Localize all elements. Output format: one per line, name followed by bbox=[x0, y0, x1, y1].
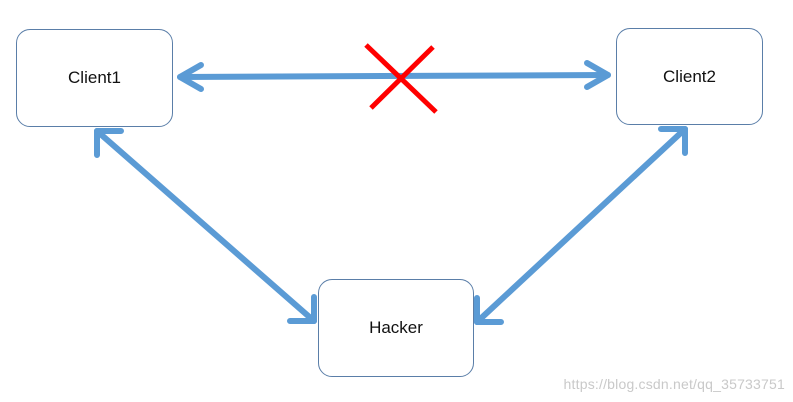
arrowhead-client1 bbox=[177, 62, 204, 92]
link-client1-hacker bbox=[94, 128, 317, 324]
arrowhead-hacker-right bbox=[474, 295, 504, 325]
link-client2-hacker bbox=[474, 126, 688, 325]
link-client2-hacker-line bbox=[474, 126, 688, 325]
node-hacker-label: Hacker bbox=[369, 318, 423, 337]
blocked-cross-icon bbox=[364, 43, 438, 114]
node-hacker: Hacker bbox=[318, 279, 474, 377]
arrowhead-client2 bbox=[584, 60, 611, 90]
node-client2: Client2 bbox=[616, 28, 763, 125]
link-client1-client2-line bbox=[177, 72, 611, 80]
watermark-text: https://blog.csdn.net/qq_35733751 bbox=[563, 376, 785, 392]
link-client1-client2 bbox=[177, 60, 611, 92]
arrowhead-client1-top bbox=[94, 128, 124, 158]
node-client1: Client1 bbox=[16, 29, 173, 127]
link-client1-hacker-line bbox=[94, 128, 317, 324]
node-client1-label: Client1 bbox=[68, 68, 121, 87]
node-client2-label: Client2 bbox=[663, 66, 716, 86]
arrowhead-client2-bottom bbox=[658, 126, 688, 156]
arrowhead-hacker-left bbox=[287, 294, 317, 324]
